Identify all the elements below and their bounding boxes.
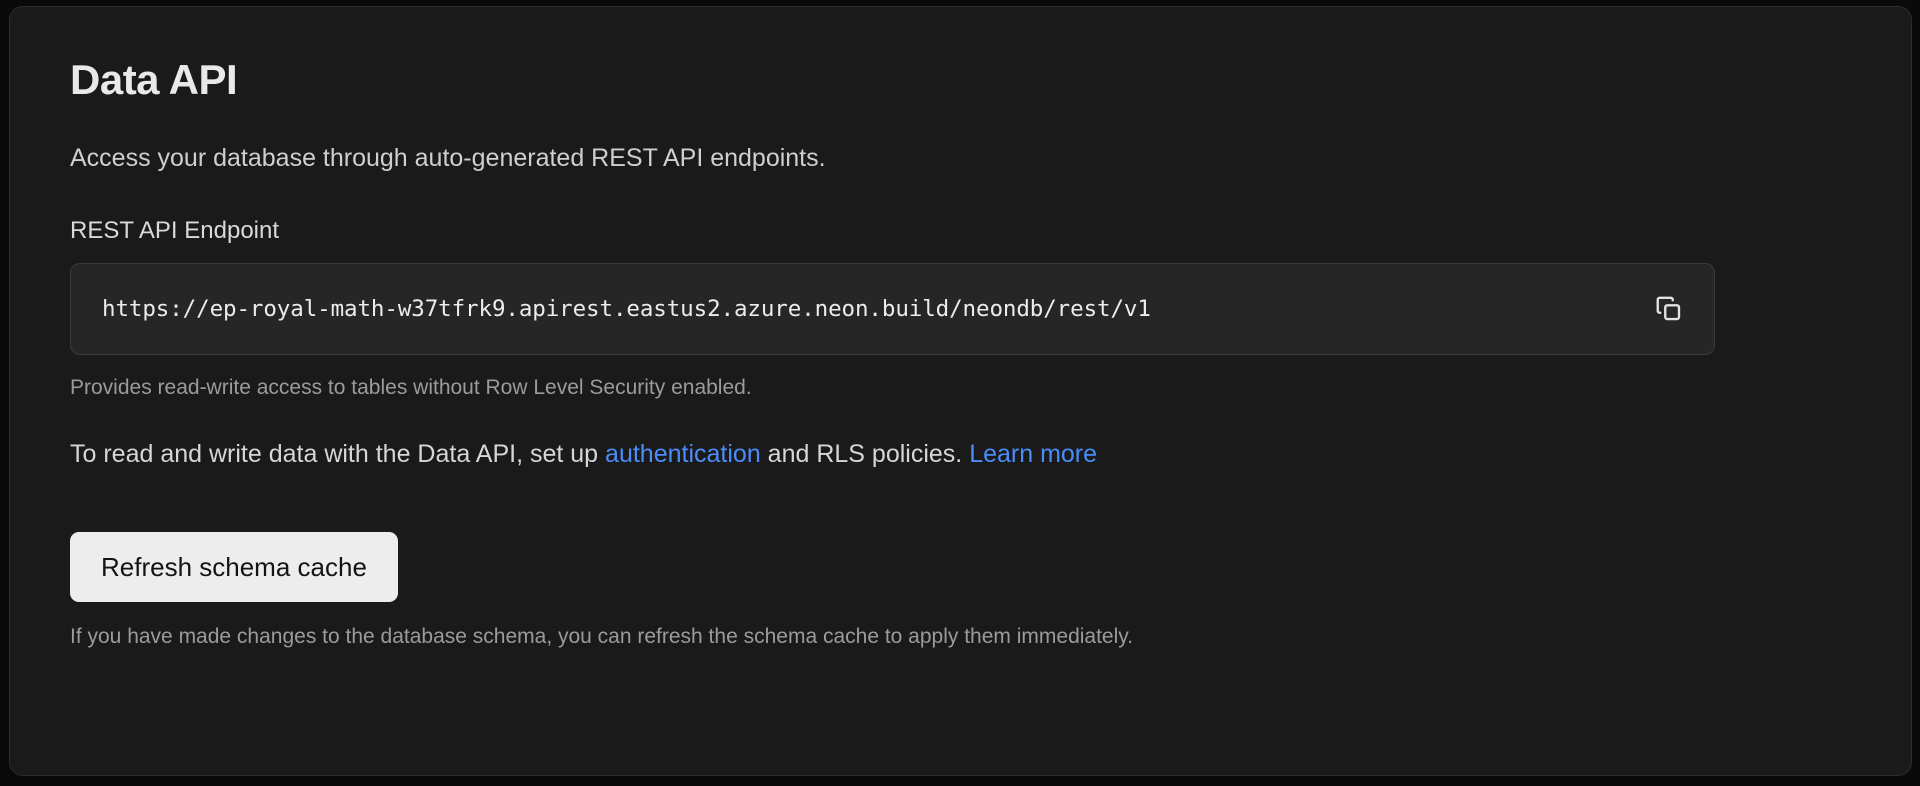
refresh-footnote: If you have made changes to the database…: [70, 625, 1134, 648]
card-subtitle: Access your database through auto-genera…: [70, 144, 826, 172]
authentication-link[interactable]: authentication: [605, 440, 761, 468]
refresh-button-wrap: Refresh schema cache: [70, 494, 1851, 602]
learn-more-link[interactable]: Learn more: [969, 440, 1098, 468]
rls-note: To read and write data with the Data API…: [70, 439, 1851, 469]
copy-icon: [1654, 294, 1684, 324]
endpoint-url-value[interactable]: https://ep-royal-math-w37tfrk9.apirest.e…: [102, 296, 1151, 322]
data-api-card: Data API Access your database through au…: [9, 6, 1912, 776]
copy-endpoint-button[interactable]: [1634, 274, 1704, 344]
endpoint-input-row[interactable]: https://ep-royal-math-w37tfrk9.apirest.e…: [70, 263, 1715, 355]
rest-api-endpoint-field: REST API Endpoint https://ep-royal-math-…: [70, 217, 1851, 401]
endpoint-help-text: Provides read-write access to tables wit…: [70, 376, 752, 399]
rls-note-middle: and RLS policies.: [760, 440, 970, 468]
card-content: Data API Access your database through au…: [10, 7, 1911, 650]
rls-note-lead: To read and write data with the Data API…: [70, 440, 606, 468]
rest-api-endpoint-label: REST API Endpoint: [70, 217, 280, 244]
page-title: Data API: [70, 56, 238, 103]
refresh-schema-cache-button[interactable]: Refresh schema cache: [70, 532, 398, 602]
